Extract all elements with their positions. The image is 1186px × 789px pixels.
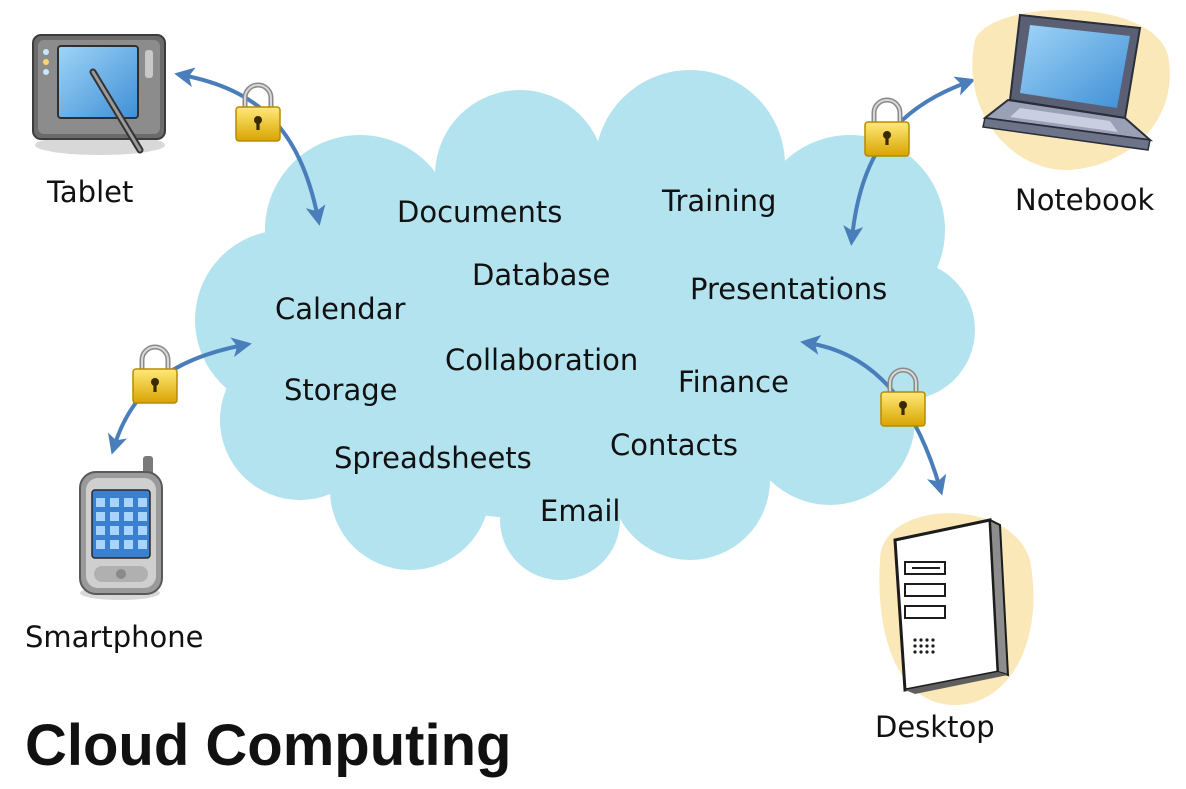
service-storage: Storage (284, 373, 398, 407)
desktop-icon (879, 513, 1034, 705)
tablet-lock-icon (236, 85, 280, 141)
page-title: Cloud Computing (25, 713, 512, 778)
notebook-lock-icon (865, 100, 909, 156)
service-spreadsheets: Spreadsheets (334, 441, 532, 475)
tablet-icon (32, 34, 166, 155)
service-email: Email (540, 494, 621, 528)
tablet-label: Tablet (47, 175, 134, 209)
service-documents: Documents (397, 195, 563, 229)
service-collaboration: Collaboration (445, 343, 639, 377)
desktop-label: Desktop (875, 710, 995, 744)
service-training: Training (662, 184, 777, 218)
service-database: Database (472, 258, 611, 292)
service-finance: Finance (678, 365, 789, 399)
service-contacts: Contacts (610, 428, 738, 462)
service-calendar: Calendar (275, 292, 406, 326)
notebook-icon (972, 9, 1170, 171)
service-presentations: Presentations (690, 272, 888, 306)
smartphone-icon (79, 456, 163, 600)
notebook-label: Notebook (1015, 183, 1155, 217)
smartphone-label: Smartphone (25, 620, 204, 654)
smartphone-lock-icon (133, 347, 177, 403)
